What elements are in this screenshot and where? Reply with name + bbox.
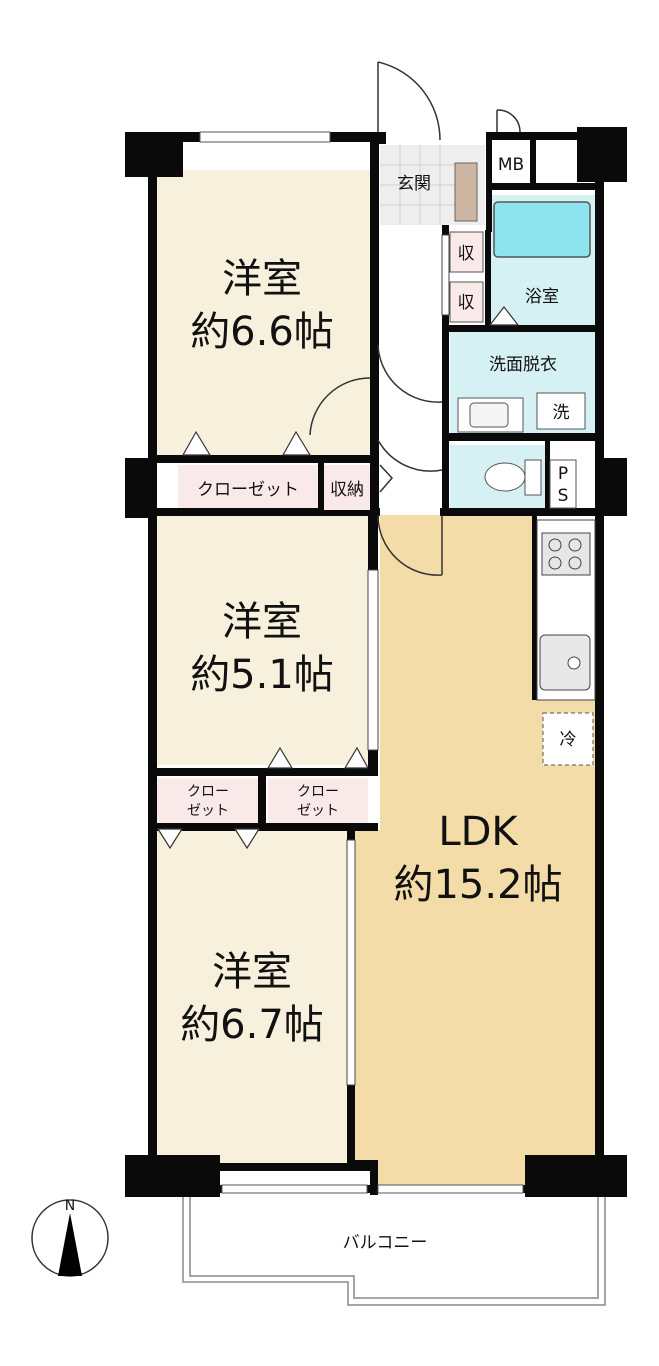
- kitchen-sink: [539, 634, 591, 691]
- mb-box: [492, 142, 530, 182]
- storage-b-label: 収: [458, 293, 475, 313]
- sliding-doors: [346, 234, 450, 1086]
- entrance-label: 玄関: [397, 174, 431, 194]
- western-room-1-size: 約6.6帖: [190, 309, 334, 355]
- hallway-floor: [378, 225, 446, 515]
- closet-3-label-line2: ゼット: [297, 803, 339, 819]
- ldk-floor: [355, 515, 597, 1185]
- western-room-3-size: 約6.7帖: [180, 1002, 324, 1048]
- shoe-cabinet: [454, 162, 478, 222]
- bathtub: [493, 201, 591, 258]
- closet-1-floor: [178, 465, 318, 510]
- bath-label: 浴室: [525, 287, 559, 307]
- washer-box: [536, 392, 586, 430]
- closet-2-floor: [157, 778, 260, 823]
- storage-hall-box: [324, 465, 370, 510]
- washer-label: 洗: [553, 403, 570, 423]
- fridge-label: 冷: [560, 730, 577, 750]
- western-room-2-name: 洋室: [222, 599, 302, 645]
- balcony-label: バルコニー: [343, 1233, 428, 1253]
- ps-box: [549, 459, 577, 509]
- western-room-3-floor: [155, 825, 347, 1165]
- western-room-2-size: 約5.1帖: [190, 652, 334, 698]
- door-swings: [309, 61, 521, 576]
- fridge-space: [542, 712, 594, 766]
- windows: [199, 131, 524, 1194]
- closet-2-label-line1: クロー: [187, 784, 229, 800]
- storage-hall-label: 収納: [330, 480, 364, 500]
- entrance-tiles: [380, 145, 455, 225]
- toilet-tank: [524, 459, 542, 496]
- western-room-1-floor: [155, 170, 375, 460]
- washroom-label: 洗面脱衣: [489, 355, 557, 375]
- wash-basin: [469, 402, 509, 428]
- storage-box-a: [449, 231, 484, 273]
- storage-a-label: 収: [458, 244, 475, 264]
- compass-north-label: N: [65, 1198, 75, 1214]
- closet-2-label-line2: ゼット: [187, 803, 229, 819]
- closet-door-marks: [156, 306, 520, 850]
- closet-3-label-line1: クロー: [297, 784, 339, 800]
- western-room-3-name: 洋室: [212, 949, 292, 995]
- closet-3-floor: [268, 778, 368, 823]
- closet-1-label: クローゼット: [197, 480, 299, 500]
- western-room-1-name: 洋室: [222, 256, 302, 302]
- compass-icon: N: [31, 1198, 109, 1277]
- ps-s-label: S: [558, 486, 569, 506]
- ps-p-label: P: [558, 464, 568, 484]
- storage-box-b: [449, 281, 484, 323]
- mb-label: MB: [498, 155, 524, 175]
- toilet-bowl: [484, 462, 526, 492]
- ldk-size: 約15.2帖: [393, 862, 562, 908]
- stove: [541, 532, 591, 576]
- ldk-name: LDK: [438, 809, 519, 855]
- western-room-2-floor: [155, 515, 373, 765]
- balcony: [182, 1195, 606, 1306]
